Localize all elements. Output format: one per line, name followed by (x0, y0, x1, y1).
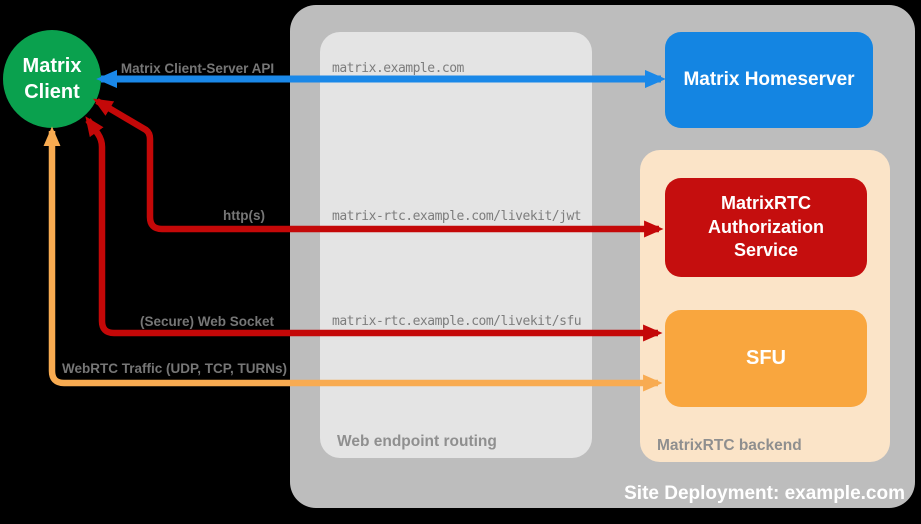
https-connection-label: http(s) (223, 208, 265, 223)
matrixrtc-backend-label: MatrixRTC backend (657, 437, 802, 454)
matrix-client-label-line1: Matrix (22, 55, 82, 77)
websocket-connection-label: (Secure) Web Socket (140, 314, 275, 329)
web-endpoint-routing-label: Web endpoint routing (337, 433, 497, 450)
matrix-client-node: Matrix Client (3, 30, 101, 128)
matrix-homeserver-label: Matrix Homeserver (683, 69, 855, 90)
webrtc-traffic-connection-label: WebRTC Traffic (UDP, TCP, TURNs) (62, 361, 288, 376)
matrix-client-label-line2: Client (24, 81, 80, 103)
matrixrtc-authorization-service-node: MatrixRTC Authorization Service (665, 178, 867, 277)
endpoint-url-livekit-jwt: matrix-rtc.example.com/livekit/jwt (332, 209, 582, 224)
matrixrtc-authorization-service-label: MatrixRTC Authorization Service (708, 192, 824, 261)
endpoint-url-livekit-sfu: matrix-rtc.example.com/livekit/sfu (332, 314, 582, 329)
web-endpoint-routing-zone: Web endpoint routing (320, 32, 592, 458)
sfu-node: SFU (665, 310, 867, 407)
matrix-homeserver-node: Matrix Homeserver (665, 32, 873, 128)
client-server-api-connection-label: Matrix Client-Server API (120, 61, 275, 76)
endpoint-url-homeserver: matrix.example.com (332, 61, 464, 76)
sfu-label: SFU (746, 347, 786, 369)
site-deployment-title: Site Deployment: example.com (624, 483, 905, 504)
